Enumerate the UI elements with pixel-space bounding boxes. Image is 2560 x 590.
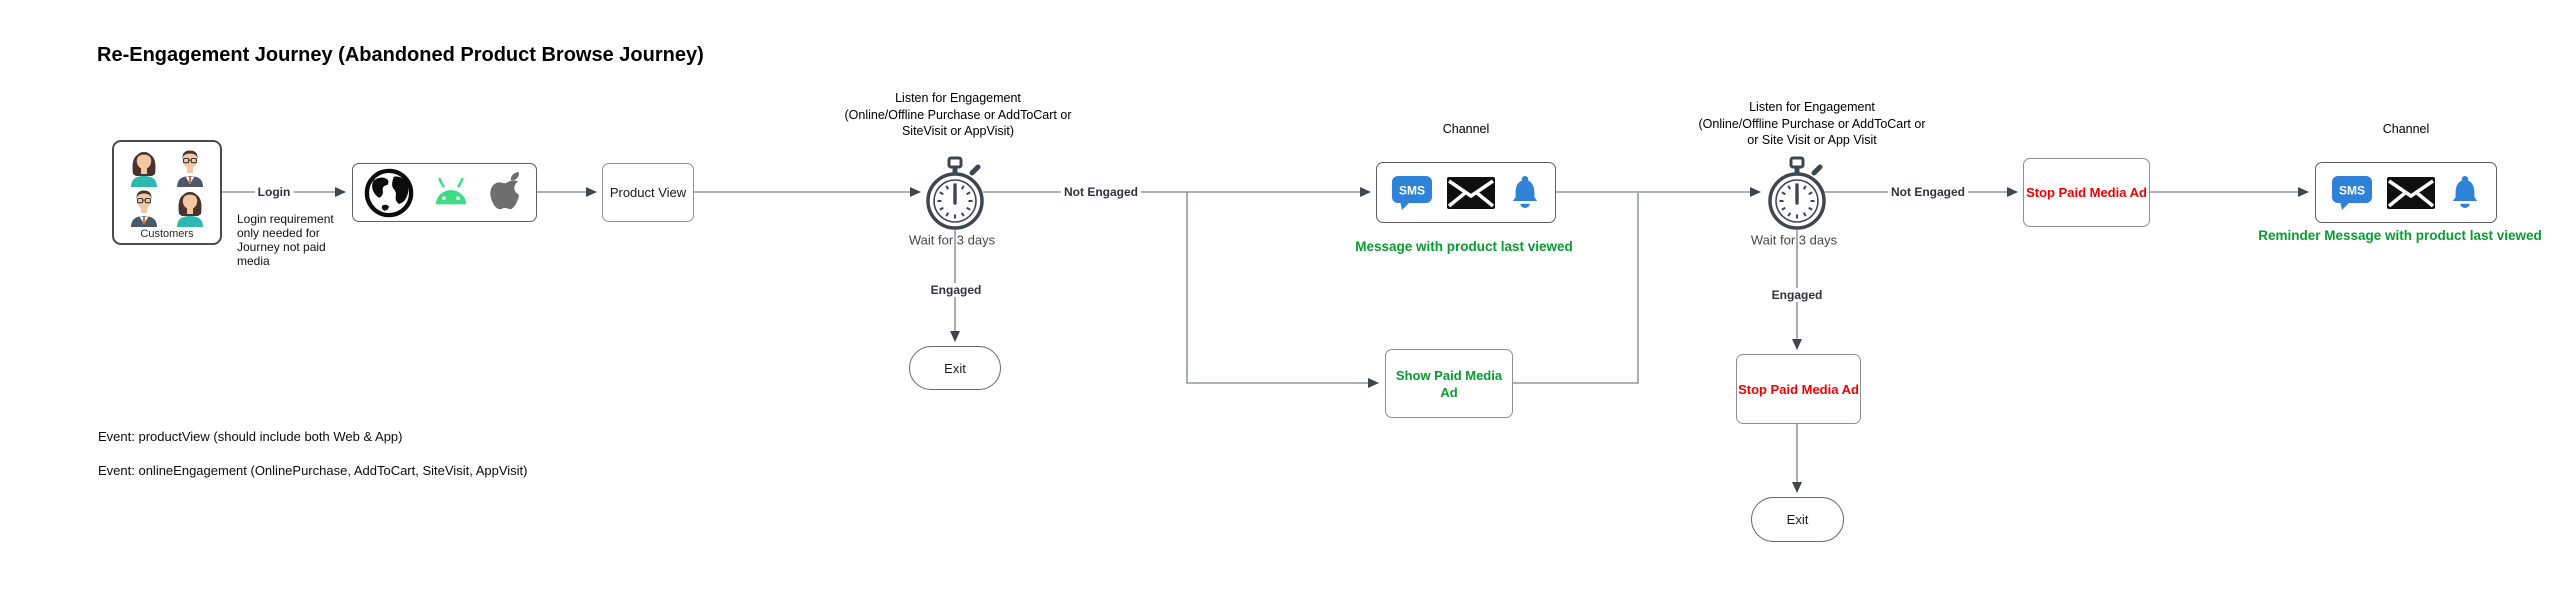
customers-label: Customers xyxy=(140,227,194,240)
show-paid-media-ad-label: Show Paid Media Ad xyxy=(1395,367,1503,400)
exit2-node[interactable]: Exit xyxy=(1751,497,1844,542)
sms-icon: SMS xyxy=(2332,175,2372,210)
svg-text:SMS: SMS xyxy=(2339,183,2365,197)
engaged2-label: Engaged xyxy=(1768,288,1826,302)
android-icon xyxy=(435,177,466,204)
event-note-online-engagement: Event: onlineEngagement (OnlinePurchase,… xyxy=(98,463,528,478)
login-note: Login requirement only needed for Journe… xyxy=(237,212,334,268)
exit2-label: Exit xyxy=(1786,512,1809,527)
customers-node[interactable]: Customers xyxy=(112,140,222,245)
product-view-label: Product View xyxy=(609,185,687,200)
avatar-woman-icon xyxy=(131,151,157,187)
stop-paid-media-ad-bottom-node[interactable]: Stop Paid Media Ad xyxy=(1736,354,1861,424)
stop-paid-media-ad-bottom-label: Stop Paid Media Ad xyxy=(1738,381,1859,397)
wait1-label: Wait for 3 days xyxy=(908,232,996,248)
channel2-caption: Reminder Message with product last viewe… xyxy=(2258,228,2542,243)
globe-icon xyxy=(364,168,413,217)
show-paid-media-ad-node[interactable]: Show Paid Media Ad xyxy=(1385,349,1513,418)
avatar-woman-icon xyxy=(177,191,203,227)
stopwatch-icon[interactable] xyxy=(923,156,987,232)
page-title: Re-Engagement Journey (Abandoned Product… xyxy=(97,44,704,66)
sms-icon: SMS xyxy=(1392,175,1432,210)
exit1-node[interactable]: Exit xyxy=(909,346,1001,390)
channel1-node[interactable]: SMS xyxy=(1376,162,1556,223)
envelope-icon xyxy=(2387,176,2435,209)
bell-icon xyxy=(1512,176,1538,209)
connector-branch-showad xyxy=(1186,192,1379,388)
stop-paid-media-ad-top-node[interactable]: Stop Paid Media Ad xyxy=(2023,158,2150,227)
product-view-node[interactable]: Product View xyxy=(602,163,694,222)
channel1-title: Channel xyxy=(1442,122,1490,136)
not-engaged2-label: Not Engaged xyxy=(1888,185,1968,199)
wait2-label: Wait for 3 days xyxy=(1750,232,1838,248)
connector-showad-merge xyxy=(1513,193,1639,384)
login-edge-label: Login xyxy=(254,185,294,199)
bell-icon xyxy=(2452,176,2478,209)
not-engaged1-label: Not Engaged xyxy=(1061,185,1141,199)
svg-text:SMS: SMS xyxy=(1399,183,1425,197)
channel1-caption: Message with product last viewed xyxy=(1355,239,1573,254)
wait2-listen-text: Listen for Engagement (Online/Offline Pu… xyxy=(1698,100,1926,147)
apple-icon xyxy=(489,171,526,209)
avatar-man-icon xyxy=(177,150,203,187)
stopwatch-icon[interactable] xyxy=(1765,156,1829,232)
avatar-man-icon xyxy=(131,190,157,227)
stop-paid-media-ad-top-label: Stop Paid Media Ad xyxy=(2026,185,2147,200)
wait1-listen-text: Listen for Engagement (Online/Offline Pu… xyxy=(844,91,1072,138)
envelope-icon xyxy=(1447,176,1495,209)
customer-avatars xyxy=(126,147,208,227)
platforms-node[interactable] xyxy=(352,163,537,222)
exit1-label: Exit xyxy=(944,360,966,376)
engaged1-label: Engaged xyxy=(927,283,985,297)
event-note-product-view: Event: productView (should include both … xyxy=(98,429,403,444)
channel2-title: Channel xyxy=(2382,122,2430,136)
channel2-node[interactable]: SMS xyxy=(2315,162,2497,223)
